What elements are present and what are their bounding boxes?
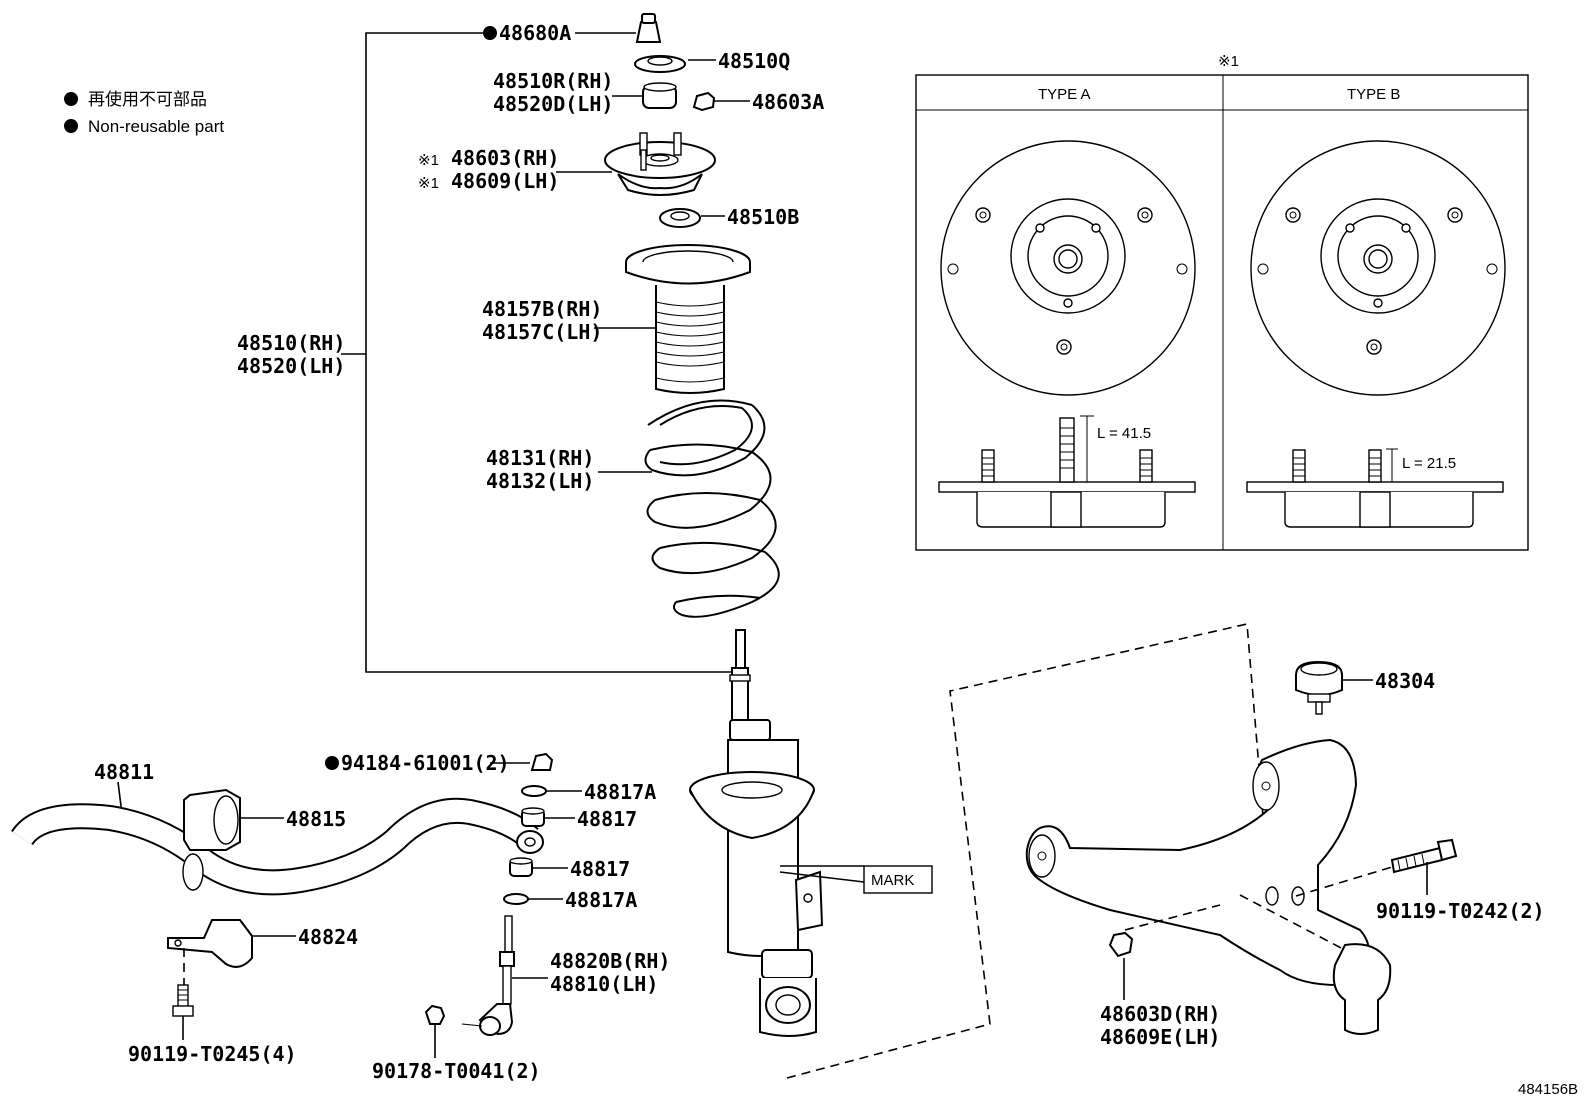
part-label-48810[interactable]: 48810(LH) [550,972,658,996]
part-48817A-upper[interactable]: 48817A [521,780,656,804]
upper-control-arm[interactable] [1025,738,1392,1035]
part-label-48815[interactable]: 48815 [286,807,346,831]
part-label-48603D[interactable]: 48603D(RH) [1100,1002,1220,1026]
legend-en-text: Non-reusable part [88,117,224,136]
part-48811[interactable]: 48811 [11,760,544,896]
non-reusable-bullet-icon [325,756,339,770]
part-48603A[interactable]: 48603A [692,90,824,114]
part-48817A-lower[interactable]: 48817A [503,888,637,912]
part-48603D-48609E[interactable]: 48603D(RH) 48609E(LH) [1100,904,1220,1049]
diagram-code: 484156B [1518,1081,1578,1098]
type-b-length-label: L = 21.5 [1402,455,1456,472]
part-48131-48132[interactable]: 48131(RH) 48132(LH) [486,399,780,618]
control-arm-region [786,623,1271,1079]
part-48304[interactable]: 48304 [1295,660,1435,715]
part-48817-upper[interactable]: 48817 [521,807,637,831]
part-48510Q[interactable]: 48510Q [634,49,790,73]
part-label-48820B[interactable]: 48820B(RH) [550,949,670,973]
part-label-48817A-lower[interactable]: 48817A [565,888,637,912]
part-48603-48609[interactable]: ※1 48603(RH) ※1 48609(LH) [418,132,716,196]
part-label-48520[interactable]: 48520(LH) [237,354,345,378]
part-90119-T0242[interactable]: 90119-T0242(2) [1295,838,1545,923]
part-label-90178-T0041[interactable]: 90178-T0041(2) [372,1059,541,1083]
inset-marker: ※1 [1218,53,1239,70]
mark-label: MARK [871,872,914,889]
part-label-48510Q[interactable]: 48510Q [718,49,790,73]
part-label-48609E[interactable]: 48609E(LH) [1100,1025,1220,1049]
part-90178-T0041[interactable]: 90178-T0041(2) [372,1004,541,1083]
part-label-48603[interactable]: 48603(RH) [451,146,559,170]
type-a-length-label: L = 41.5 [1097,425,1151,442]
part-label-48817-lower[interactable]: 48817 [570,857,630,881]
part-label-48510R[interactable]: 48510R(RH) [493,69,613,93]
part-label-48131[interactable]: 48131(RH) [486,446,594,470]
part-48510-48520[interactable]: 48510(RH) 48520(LH) [237,331,345,378]
part-label-90119-T0245[interactable]: 90119-T0245(4) [128,1042,297,1066]
legend-jp-text: 再使用不可部品 [88,89,207,109]
support-type-inset: ※1 TYPE A TYPE B [915,53,1529,551]
non-reusable-bullet-icon [64,92,78,106]
part-90119-T0245[interactable]: 90119-T0245(4) [128,984,297,1066]
non-reusable-bullet-icon [64,119,78,133]
part-label-48510[interactable]: 48510(RH) [237,331,345,355]
part-48820B-48810[interactable]: 48820B(RH) 48810(LH) [461,915,670,1036]
note-mark-icon: ※1 [418,175,439,192]
part-label-48811[interactable]: 48811 [94,760,154,784]
part-label-48609[interactable]: 48609(LH) [451,169,559,193]
type-b-plate: L = 21.5 [1246,140,1506,528]
part-48510B[interactable]: 48510B [659,205,799,229]
type-a-plate: L = 41.5 [938,140,1196,528]
type-b-label: TYPE B [1347,86,1400,103]
strut-assembly-bracket [341,32,744,673]
note-mark-icon: ※1 [418,152,439,169]
part-48817-lower[interactable]: 48817 [509,857,630,881]
part-48510R-48520D[interactable]: 48510R(RH) 48520D(LH) [493,69,677,116]
part-label-48132[interactable]: 48132(LH) [486,469,594,493]
part-label-48510B[interactable]: 48510B [727,205,799,229]
part-94184-61001[interactable]: 94184-61001(2) [325,751,554,775]
part-48815[interactable]: 48815 [183,788,346,851]
part-label-48520D[interactable]: 48520D(LH) [493,92,613,116]
part-48157B-48157C[interactable]: 48157B(RH) 48157C(LH) [482,244,751,394]
part-label-48157B[interactable]: 48157B(RH) [482,297,602,321]
part-label-48824[interactable]: 48824 [298,925,358,949]
part-48824[interactable]: 48824 [167,919,358,985]
part-label-48817-upper[interactable]: 48817 [577,807,637,831]
part-label-94184-61001[interactable]: 94184-61001(2) [341,751,510,775]
part-label-48304[interactable]: 48304 [1375,669,1435,693]
part-label-48680A[interactable]: 48680A [499,21,571,45]
part-label-90119-T0242[interactable]: 90119-T0242(2) [1376,899,1545,923]
non-reusable-bullet-icon [483,26,497,40]
part-label-48603A[interactable]: 48603A [752,90,824,114]
shock-absorber[interactable]: MARK [689,629,933,1037]
part-label-48157C[interactable]: 48157C(LH) [482,320,602,344]
part-48680A[interactable]: 48680A [483,13,662,45]
part-label-48817A-upper[interactable]: 48817A [584,780,656,804]
type-a-label: TYPE A [1038,86,1091,103]
legend: 再使用不可部品 Non-reusable part [64,89,224,136]
